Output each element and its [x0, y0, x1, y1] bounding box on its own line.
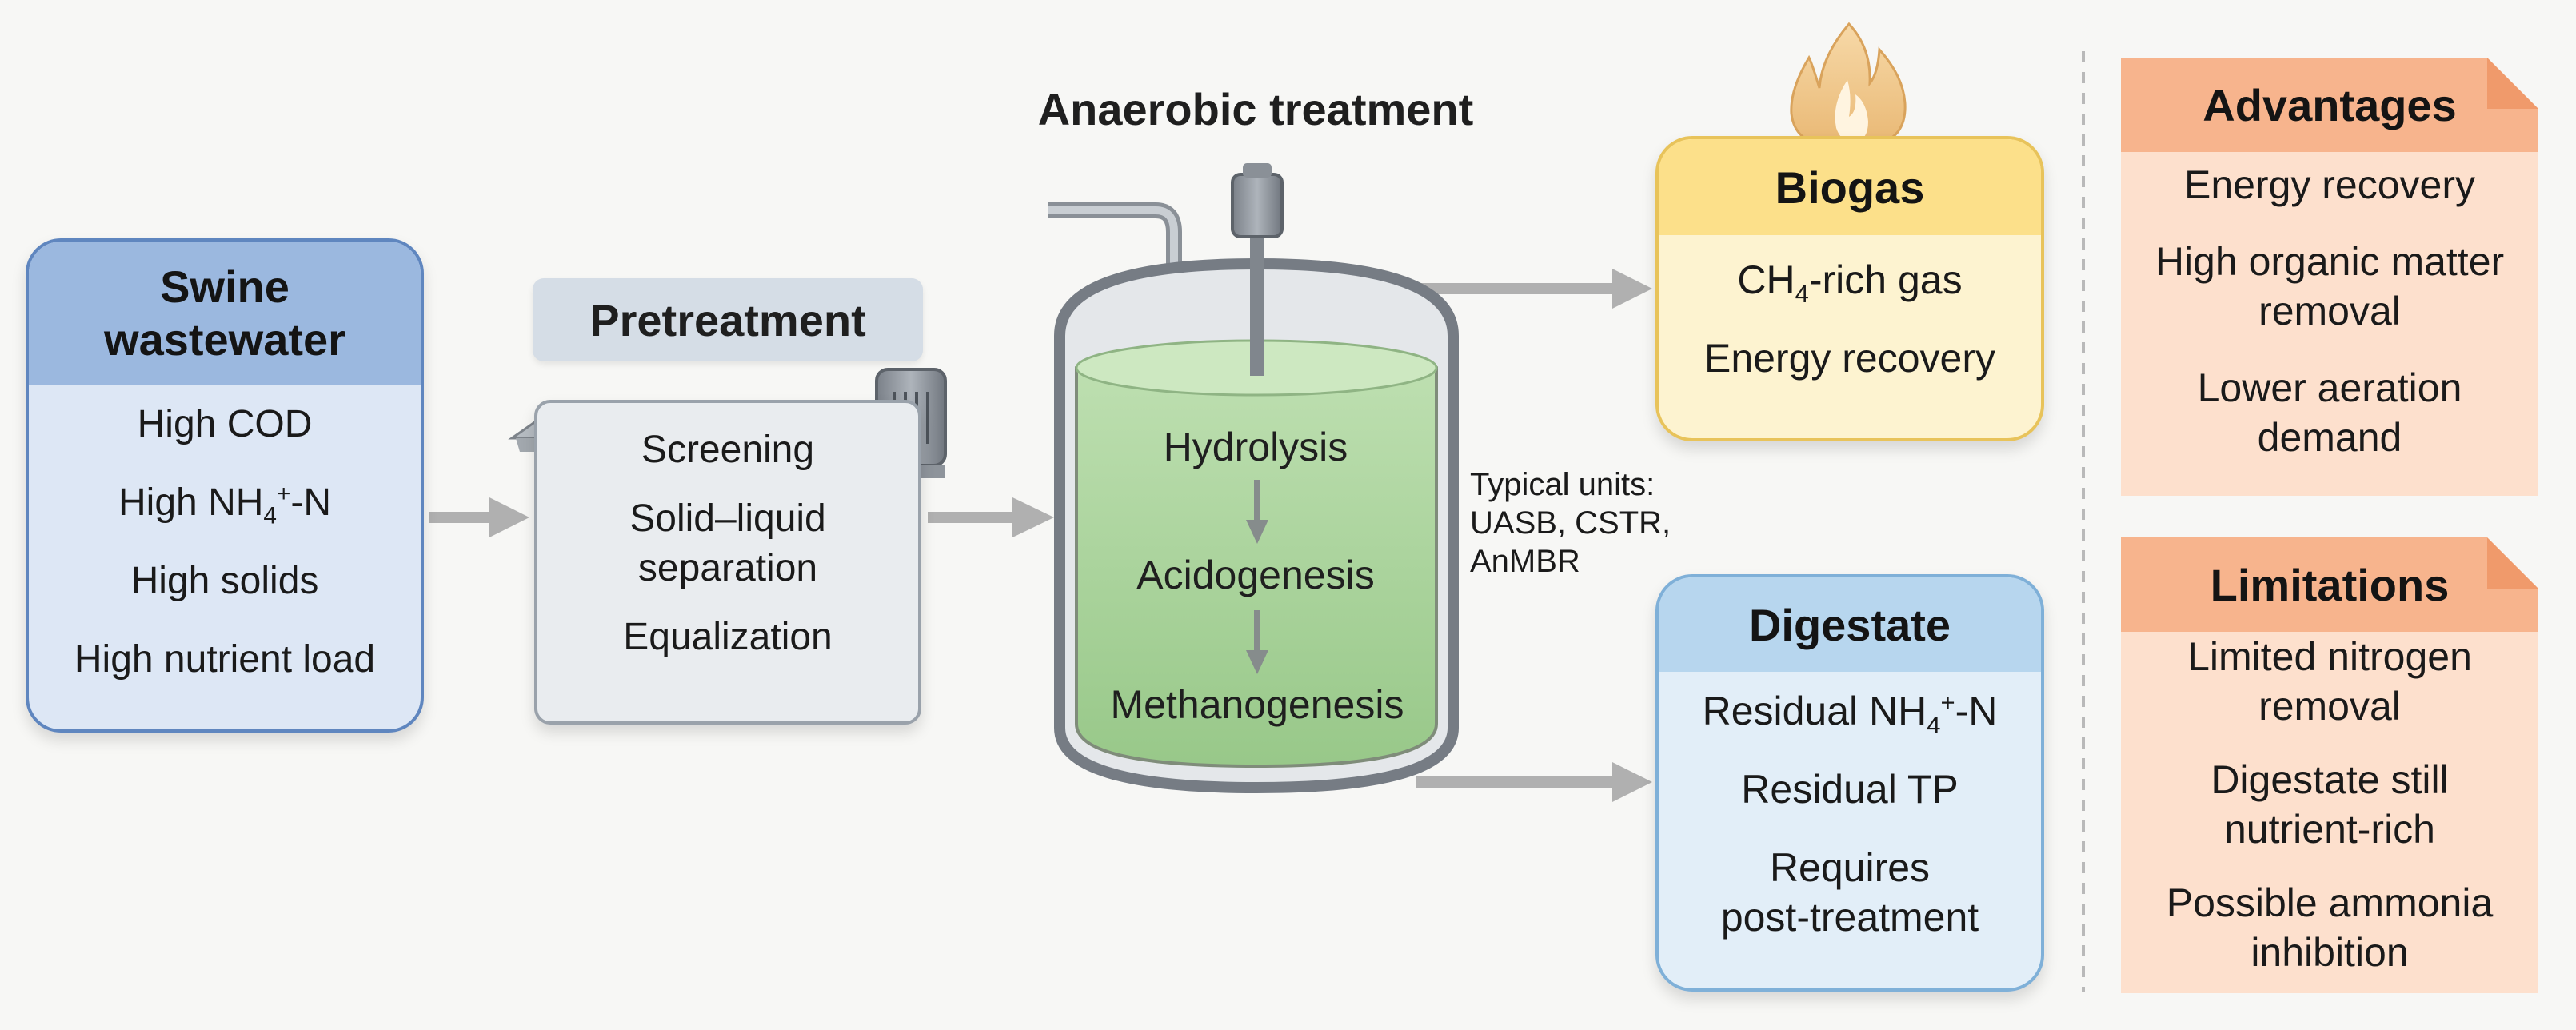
advantages-title: Advantages: [2121, 58, 2538, 152]
arrow-tank-to-biogas: [1416, 269, 1652, 309]
digestate-item: Residual TP: [1741, 767, 1959, 812]
stage-arrow-2: [1246, 610, 1268, 674]
swine-item: High NH4+-N: [118, 481, 331, 529]
tank-inlet-pipe: [1048, 202, 1182, 272]
digestate-property-list: Residual NH4+-N Residual TP Requires pos…: [1659, 686, 2041, 942]
digestate-item: post-treatment: [1720, 895, 1979, 940]
pretreatment-title: Pretreatment: [589, 294, 866, 345]
pretreatment-card: Screening Solid–liquid separation Equali…: [534, 400, 921, 725]
swine-card-title: Swine wastewater: [29, 242, 421, 385]
typical-units-note: Typical units: UASB, CSTR, AnMBR: [1470, 467, 1671, 579]
anaerobic-title: Anaerobic treatment: [1037, 84, 1474, 134]
biogas-item: Energy recovery: [1703, 336, 1996, 381]
flame-icon: [1790, 22, 1907, 148]
swine-property-list: High COD High NH4+-N High solids High nu…: [29, 401, 421, 683]
digestate-title: Digestate: [1659, 577, 2041, 672]
arrow-tank-to-digestate: [1416, 762, 1652, 802]
arrow-pretreatment-to-tank: [928, 497, 1054, 537]
swine-wastewater-card: Swine wastewater High COD High NH4+-N Hi…: [26, 238, 424, 733]
pretreatment-step: Screening: [641, 429, 815, 471]
pretreatment-step: Equalization: [623, 616, 833, 658]
advantages-note: Advantages Energy recovery High organic …: [2121, 58, 2538, 496]
biogas-item: CH4-rich gas: [1737, 258, 1963, 308]
pretreatment-title-tag: Pretreatment: [533, 278, 923, 361]
digestate-item: Residual NH4+-N: [1702, 688, 1998, 739]
swine-item: High nutrient load: [74, 638, 376, 681]
stage-arrow-1: [1246, 480, 1268, 544]
pretreatment-step: separation: [637, 547, 818, 589]
stage-hydrolysis: Hydrolysis: [1163, 425, 1348, 469]
stage-acidogenesis: Acidogenesis: [1136, 553, 1375, 597]
biogas-card: Biogas CH4-rich gas Energy recovery: [1655, 136, 2044, 441]
stage-methanogenesis: Methanogenesis: [1110, 682, 1404, 727]
swine-item: High COD: [137, 403, 313, 445]
biogas-title: Biogas: [1659, 139, 2041, 235]
limitations-title: Limitations: [2121, 537, 2538, 632]
pretreatment-step-list: Screening Solid–liquid separation Equali…: [537, 425, 918, 662]
pretreatment-step: Solid–liquid: [629, 497, 826, 540]
digestate-card: Digestate Residual NH4+-N Residual TP Re…: [1655, 574, 2044, 992]
advantage-item: Energy recovery: [2183, 162, 2476, 207]
biogas-property-list: CH4-rich gas Energy recovery: [1659, 256, 2041, 382]
digestate-item: Requires: [1769, 845, 1931, 890]
mixer-motor: [1231, 163, 1284, 376]
arrow-swine-to-pretreatment: [429, 497, 529, 537]
swine-item: High solids: [130, 560, 319, 602]
